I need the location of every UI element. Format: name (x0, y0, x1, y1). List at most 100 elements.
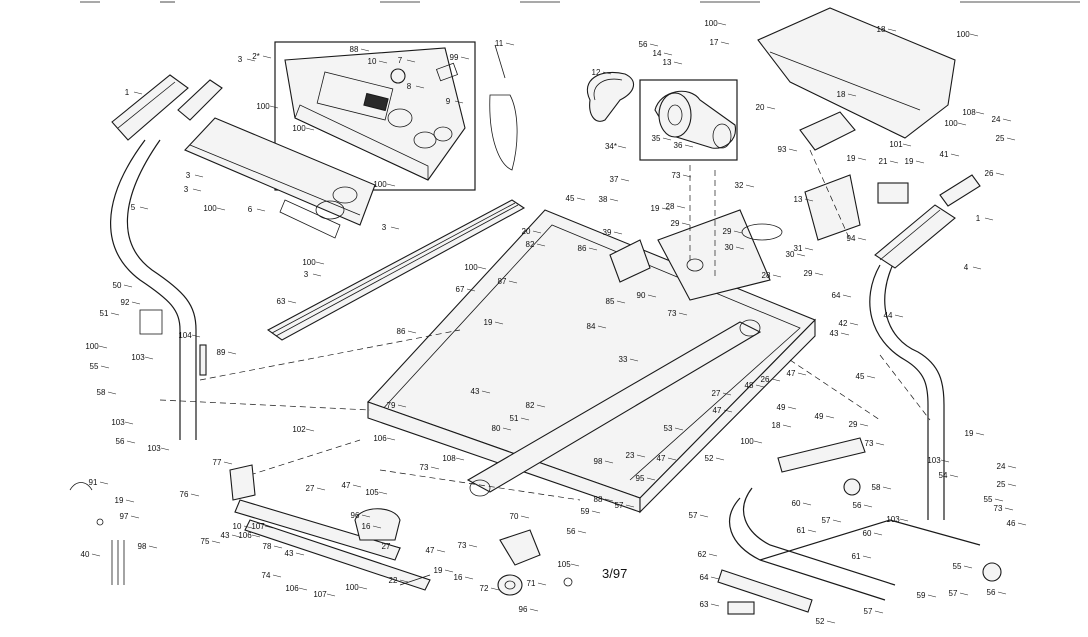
callout-leader (753, 440, 763, 444)
part-callout: 49 (815, 412, 824, 421)
callout-leader (972, 266, 982, 270)
part-callout: 103 (131, 353, 145, 362)
callout-leader (663, 52, 673, 56)
front-roller (657, 209, 783, 301)
callout-leader (305, 428, 315, 432)
callout-leader (305, 127, 315, 131)
part-callout: 20 (522, 227, 531, 236)
part-callout: 84 (587, 322, 596, 331)
reference-lines (159, 149, 931, 501)
callout-leader (520, 515, 530, 519)
callout-leader (415, 85, 425, 89)
callout-leader (107, 391, 117, 395)
callout-leader (536, 243, 546, 247)
part-callout: 57 (949, 589, 958, 598)
part-callout: 86 (397, 327, 406, 336)
part-callout: 106 (238, 531, 252, 540)
part-callout: 19 (651, 204, 660, 213)
part-callout: 64 (700, 573, 709, 582)
callout-leader (873, 532, 883, 536)
part-callout: 60 (792, 499, 801, 508)
part-callout: 79 (387, 401, 396, 410)
part-callout: 78 (263, 542, 272, 551)
part-callout: 43 (471, 387, 480, 396)
callout-leader (211, 540, 221, 544)
callout-leader (460, 56, 470, 60)
part-callout: 94 (847, 234, 856, 243)
part-callout: 46 (1007, 519, 1016, 528)
callout-leader (681, 222, 691, 226)
part-callout: 103 (111, 418, 125, 427)
part-callout: 98 (594, 457, 603, 466)
callout-leader (223, 461, 233, 465)
callout-leader (502, 427, 512, 431)
callout-leader (975, 111, 985, 115)
callout-leader (894, 314, 904, 318)
part-callout: 57 (689, 511, 698, 520)
part-callout: 56 (987, 588, 996, 597)
callout-leader (722, 392, 732, 396)
part-callout: 37 (610, 175, 619, 184)
callout-leader (537, 582, 547, 586)
callout-leader (378, 491, 388, 495)
part-callout: 103 (886, 515, 900, 524)
callout-leader (959, 592, 969, 596)
callout-leader (269, 105, 279, 109)
part-callout: 100 (740, 437, 754, 446)
part-callout: 56 (116, 437, 125, 446)
callout-leader (940, 459, 950, 463)
callout-leader (494, 321, 504, 325)
callout-leader (804, 247, 814, 251)
part-callout: 91 (89, 478, 98, 487)
part-callout: 59 (581, 507, 590, 516)
part-callout: 19 (115, 496, 124, 505)
part-callout: 29 (671, 219, 680, 228)
part-callout: 16 (454, 573, 463, 582)
part-callout: 3 (304, 270, 309, 279)
part-callout: 63 (700, 600, 709, 609)
callout-leader (915, 160, 925, 164)
part-callout: 3 (238, 55, 243, 64)
part-callout: 18 (877, 25, 886, 34)
callout-leader (859, 423, 869, 427)
callout-leader (392, 545, 402, 549)
part-callout: 89 (217, 348, 226, 357)
part-callout: 105 (365, 488, 379, 497)
part-callout: 97 (120, 512, 129, 521)
part-callout: 100 (373, 180, 387, 189)
callout-leader (407, 330, 417, 334)
callout-leader (710, 576, 720, 580)
callout-leader (832, 519, 842, 523)
part-callout: 61 (797, 526, 806, 535)
callout-leader (902, 143, 912, 147)
callout-leader (358, 586, 368, 590)
part-callout: 26 (761, 375, 770, 384)
callout-leader (840, 332, 850, 336)
part-callout: 77 (213, 458, 222, 467)
callout-leader (466, 288, 476, 292)
part-callout: 25 (996, 134, 1005, 143)
callout-leader (613, 231, 623, 235)
part-callout: 21 (879, 157, 888, 166)
callout-leader (312, 273, 322, 277)
callout-leader (866, 375, 876, 379)
part-callout: 36 (674, 141, 683, 150)
callout-leader (264, 525, 274, 529)
callout-leader (629, 358, 639, 362)
callout-leader (256, 208, 266, 212)
callout-leader (802, 502, 812, 506)
callout-leader (647, 294, 657, 298)
part-callout: 10 (368, 57, 377, 66)
part-callout: 95 (636, 474, 645, 483)
part-callout: 18 (772, 421, 781, 430)
part-callout: 53 (664, 424, 673, 433)
callout-leader (298, 587, 308, 591)
callout-leader (397, 404, 407, 408)
callout-leader (386, 437, 396, 441)
part-callout: 80 (492, 424, 501, 433)
callout-leader (715, 457, 725, 461)
callout-leader (536, 404, 546, 408)
callout-leader (804, 198, 814, 202)
callout-leader (649, 43, 659, 47)
callout-leader (192, 188, 202, 192)
